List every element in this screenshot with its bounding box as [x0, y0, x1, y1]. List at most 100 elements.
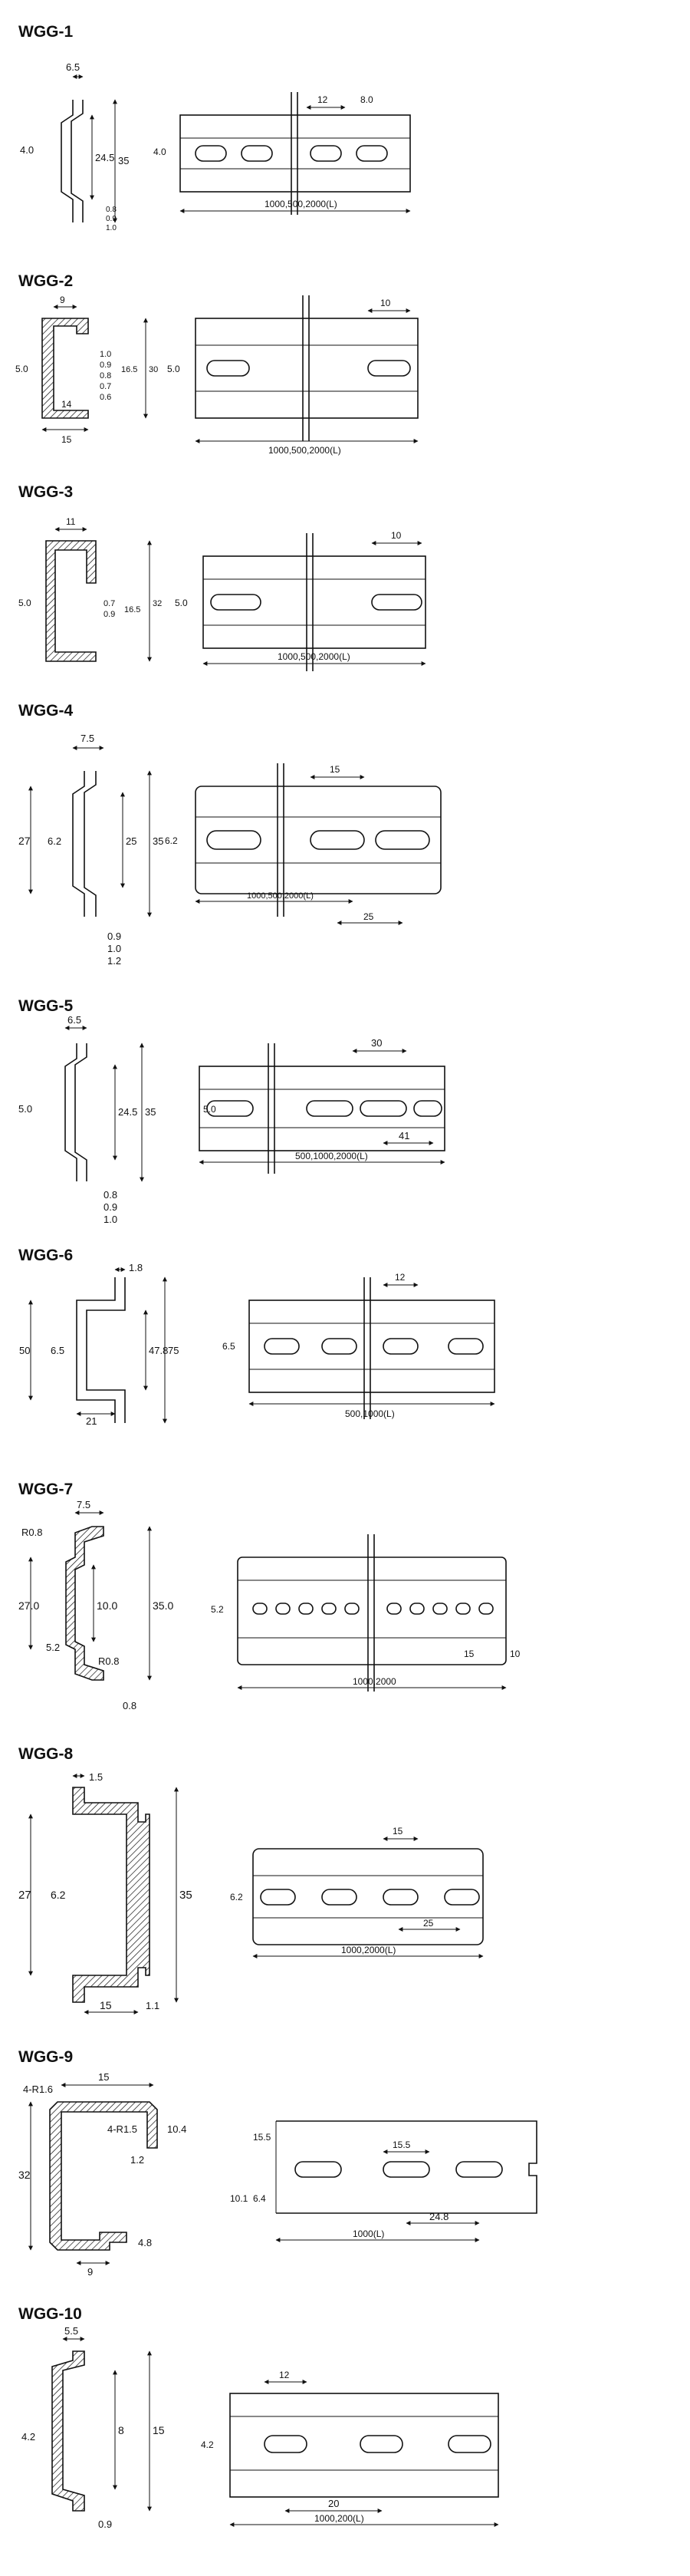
dim-foot-h: 4.8: [138, 2237, 152, 2248]
dim-top: 1.5: [89, 1771, 103, 1783]
rail-dim-height: 5.0: [203, 1104, 216, 1115]
section-title: WGG-10: [18, 2305, 82, 2323]
thk-3: 0.8: [100, 371, 111, 380]
rail-dim-pitch: 30: [371, 1037, 382, 1049]
dim-top: 15: [98, 2071, 109, 2083]
dim-depth: 27.0: [18, 1599, 39, 1612]
dim-height: 35: [179, 1889, 192, 1902]
dim-thickness: 1.2: [130, 2154, 144, 2166]
rail-dim-slot: 15.5: [393, 2140, 411, 2150]
rail-dim-height: 5.0: [175, 598, 188, 608]
thk-2: 0.9: [104, 1201, 117, 1213]
rail-length: 500,1000,2000(L): [295, 1151, 368, 1161]
dim-depth: 25: [126, 835, 136, 847]
rail-dim-height: 4.0: [153, 147, 166, 157]
dim-slot: 5.2: [46, 1642, 60, 1653]
profile-drawing: 7.5 27 6.2 25 35 0.9 1.0 1.2: [18, 733, 163, 967]
dim-inner: 27: [18, 835, 31, 847]
rail-dim-slot: 10: [510, 1649, 521, 1659]
section-wgg-10: WGG-10 5.5 4.2 8 15 0.9 12 4.2 20 1000,2…: [0, 2305, 690, 2558]
dim-width: 15: [61, 434, 72, 445]
dim-top: 11: [66, 516, 76, 527]
rail-drawing: 12 8.0 4.0 1000,500,2000(L): [153, 92, 411, 215]
profile-drawing: 11 5.0 0.7 0.9 16.5 32: [18, 516, 162, 662]
dim-height: 35.0: [153, 1599, 173, 1612]
dim-slot: 4.0: [20, 144, 34, 156]
rail-dim-a: 10.1: [230, 2193, 248, 2204]
dim-thickness: 0.9: [98, 2518, 112, 2530]
thickness-3: 1.0: [106, 224, 117, 232]
rail-dim-slot: 12: [279, 2370, 290, 2380]
dim-width: 15: [100, 1999, 112, 2011]
dim-slot: 5.0: [15, 364, 28, 374]
section-wgg-5: WGG-5 6.5 5.0 24.5 35 0.8 0.9 1.0 30 5.0…: [0, 997, 690, 1258]
thickness-1: 0.8: [106, 206, 117, 214]
dim-top: 7.5: [80, 733, 94, 744]
section-wgg-2: WGG-2 9 5.0 14 15 1.0 0.9 0.8 0.7 0.6 16…: [0, 272, 690, 472]
dim-slot: 6.5: [51, 1345, 64, 1356]
dim-radius: R0.8: [21, 1527, 42, 1538]
rail-drawing: 15 6.2 25 1000,2000(L): [230, 1826, 484, 1958]
profile-drawing: 15 4-R1.6 4-R1.5 10.4 1.2 32 9 4.8: [18, 2071, 186, 2278]
dim-inner: 10.0: [97, 1599, 117, 1612]
rail-dim-pitch: 12: [317, 94, 328, 105]
thickness-2: 0.9: [106, 215, 117, 223]
thk-3: 1.0: [104, 1214, 117, 1225]
section-title: WGG-9: [18, 2048, 74, 2066]
dim-radius-outer: 4-R1.6: [23, 2084, 53, 2095]
section-wgg-3: WGG-3 11 5.0 0.7 0.9 16.5 32 10 5.0 1000…: [0, 483, 690, 698]
rail-dim-pitch: 25: [423, 1918, 434, 1929]
dim-outer: 50: [19, 1345, 30, 1356]
thk-1: 0.7: [104, 599, 115, 608]
dim-inner: 24.5: [95, 152, 114, 163]
rail-length: 1000,500,2000(L): [247, 891, 314, 901]
section-wgg-1: WGG-1 6.5 4.0 24.5 35 0.8 0.9 1.0 12 8.0…: [0, 23, 690, 261]
rail-dim-slot: 15: [393, 1826, 403, 1836]
section-title: WGG-3: [18, 483, 74, 501]
dim-radius-2: R0.8: [98, 1655, 119, 1667]
dim-height: 35: [153, 835, 163, 847]
rail-dim-pitch: 20: [328, 2498, 339, 2509]
dim-inner: 24.5: [118, 1106, 137, 1118]
rail-drawing: 30 5.0 41 500,1000,2000(L): [199, 1037, 445, 1174]
section-wgg-8: WGG-8 1.5 27 6.2 35 15 1.1 15 6.2 25 100…: [0, 1745, 690, 2037]
section-wgg-9: WGG-9 15 4-R1.6 4-R1.5 10.4 1.2 32 9 4.8…: [0, 2048, 690, 2294]
rail-dim-slot: 12: [395, 1272, 406, 1283]
dim-top: 1.8: [129, 1262, 143, 1273]
dim-height: 32: [18, 2169, 31, 2181]
dim-height: 35: [145, 1106, 156, 1118]
rail-dim-height: 6.2: [230, 1892, 243, 1902]
dim-top: 6.5: [67, 1014, 81, 1026]
rail-dim-height: 6.2: [165, 835, 178, 846]
dim-inner-h: 16.5: [124, 605, 140, 614]
profile-drawing: 6.5 5.0 24.5 35 0.8 0.9 1.0: [18, 1014, 156, 1225]
section-wgg-6: WGG-6 1.8 50 6.5 47.8 75 21 12 6.5 500,1…: [0, 1247, 690, 1469]
rail-dim-c: 15.5: [253, 2132, 271, 2143]
rail-length: 1000,2000: [353, 1676, 396, 1687]
rail-length: 1000,200(L): [314, 2513, 364, 2524]
thk-1: 0.9: [107, 931, 121, 942]
rail-dim-slot: 10: [391, 530, 402, 541]
thk-4: 0.7: [100, 382, 111, 391]
section-wgg-4: WGG-4 7.5 27 6.2 25 35 0.9 1.0 1.2 15 6.…: [0, 702, 690, 993]
rail-length: 500,1000(L): [345, 1408, 395, 1419]
rail-dim-b: 6.4: [253, 2193, 266, 2204]
rail-length: 1000,2000(L): [341, 1945, 396, 1955]
profile-drawing: 5.5 4.2 8 15 0.9: [21, 2325, 165, 2530]
section-title: WGG-8: [18, 1745, 74, 1763]
section-title: WGG-5: [18, 997, 74, 1015]
rail-drawing: 10 5.0 1000,500,2000(L): [167, 295, 419, 456]
dim-slot: 5.0: [18, 1103, 32, 1115]
rail-dim-slot: 10: [380, 298, 391, 308]
rail-length: 1000,500,2000(L): [268, 445, 341, 456]
dim-inner: 27: [18, 1889, 31, 1902]
rail-drawing: 15.5 10.1 6.4 15.5 24.8 1000(L): [230, 2120, 537, 2242]
thk-1: 0.8: [104, 1189, 117, 1201]
rail-drawing: 12 4.2 20 1000,200(L): [201, 2370, 499, 2527]
dim-height: 75: [168, 1345, 179, 1356]
dim-slot: 6.2: [51, 1889, 66, 1901]
profile-drawing: 9 5.0 14 15 1.0 0.9 0.8 0.7 0.6 16.5 30: [15, 295, 158, 445]
dim-height: 35: [118, 155, 129, 166]
section-title: WGG-6: [18, 1247, 74, 1264]
profile-drawing: 1.5 27 6.2 35 15 1.1: [18, 1771, 192, 2014]
